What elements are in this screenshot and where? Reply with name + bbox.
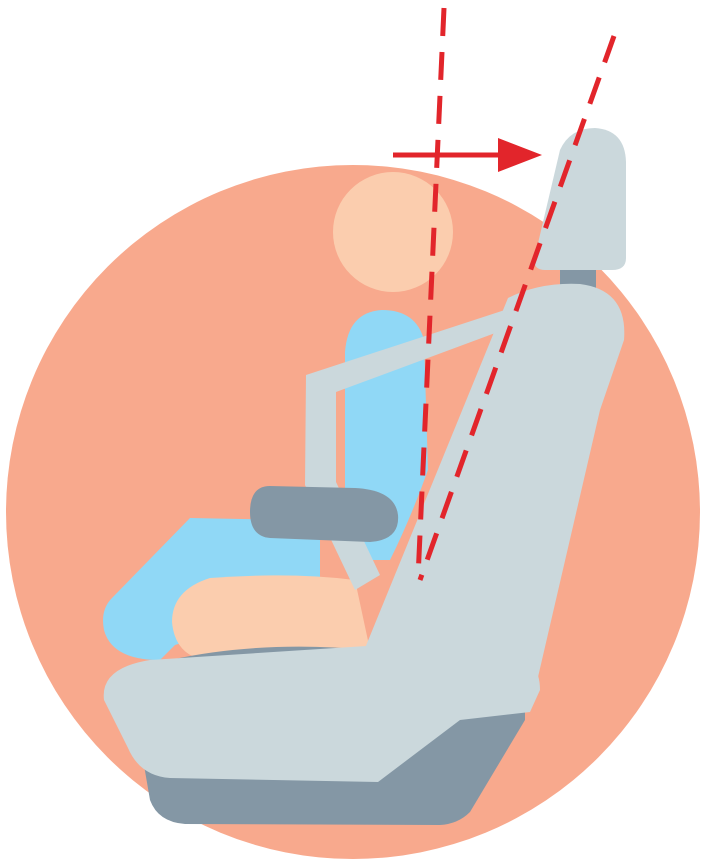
armrest [250,486,398,542]
headrest [534,128,626,270]
forward-arrow [393,138,542,172]
